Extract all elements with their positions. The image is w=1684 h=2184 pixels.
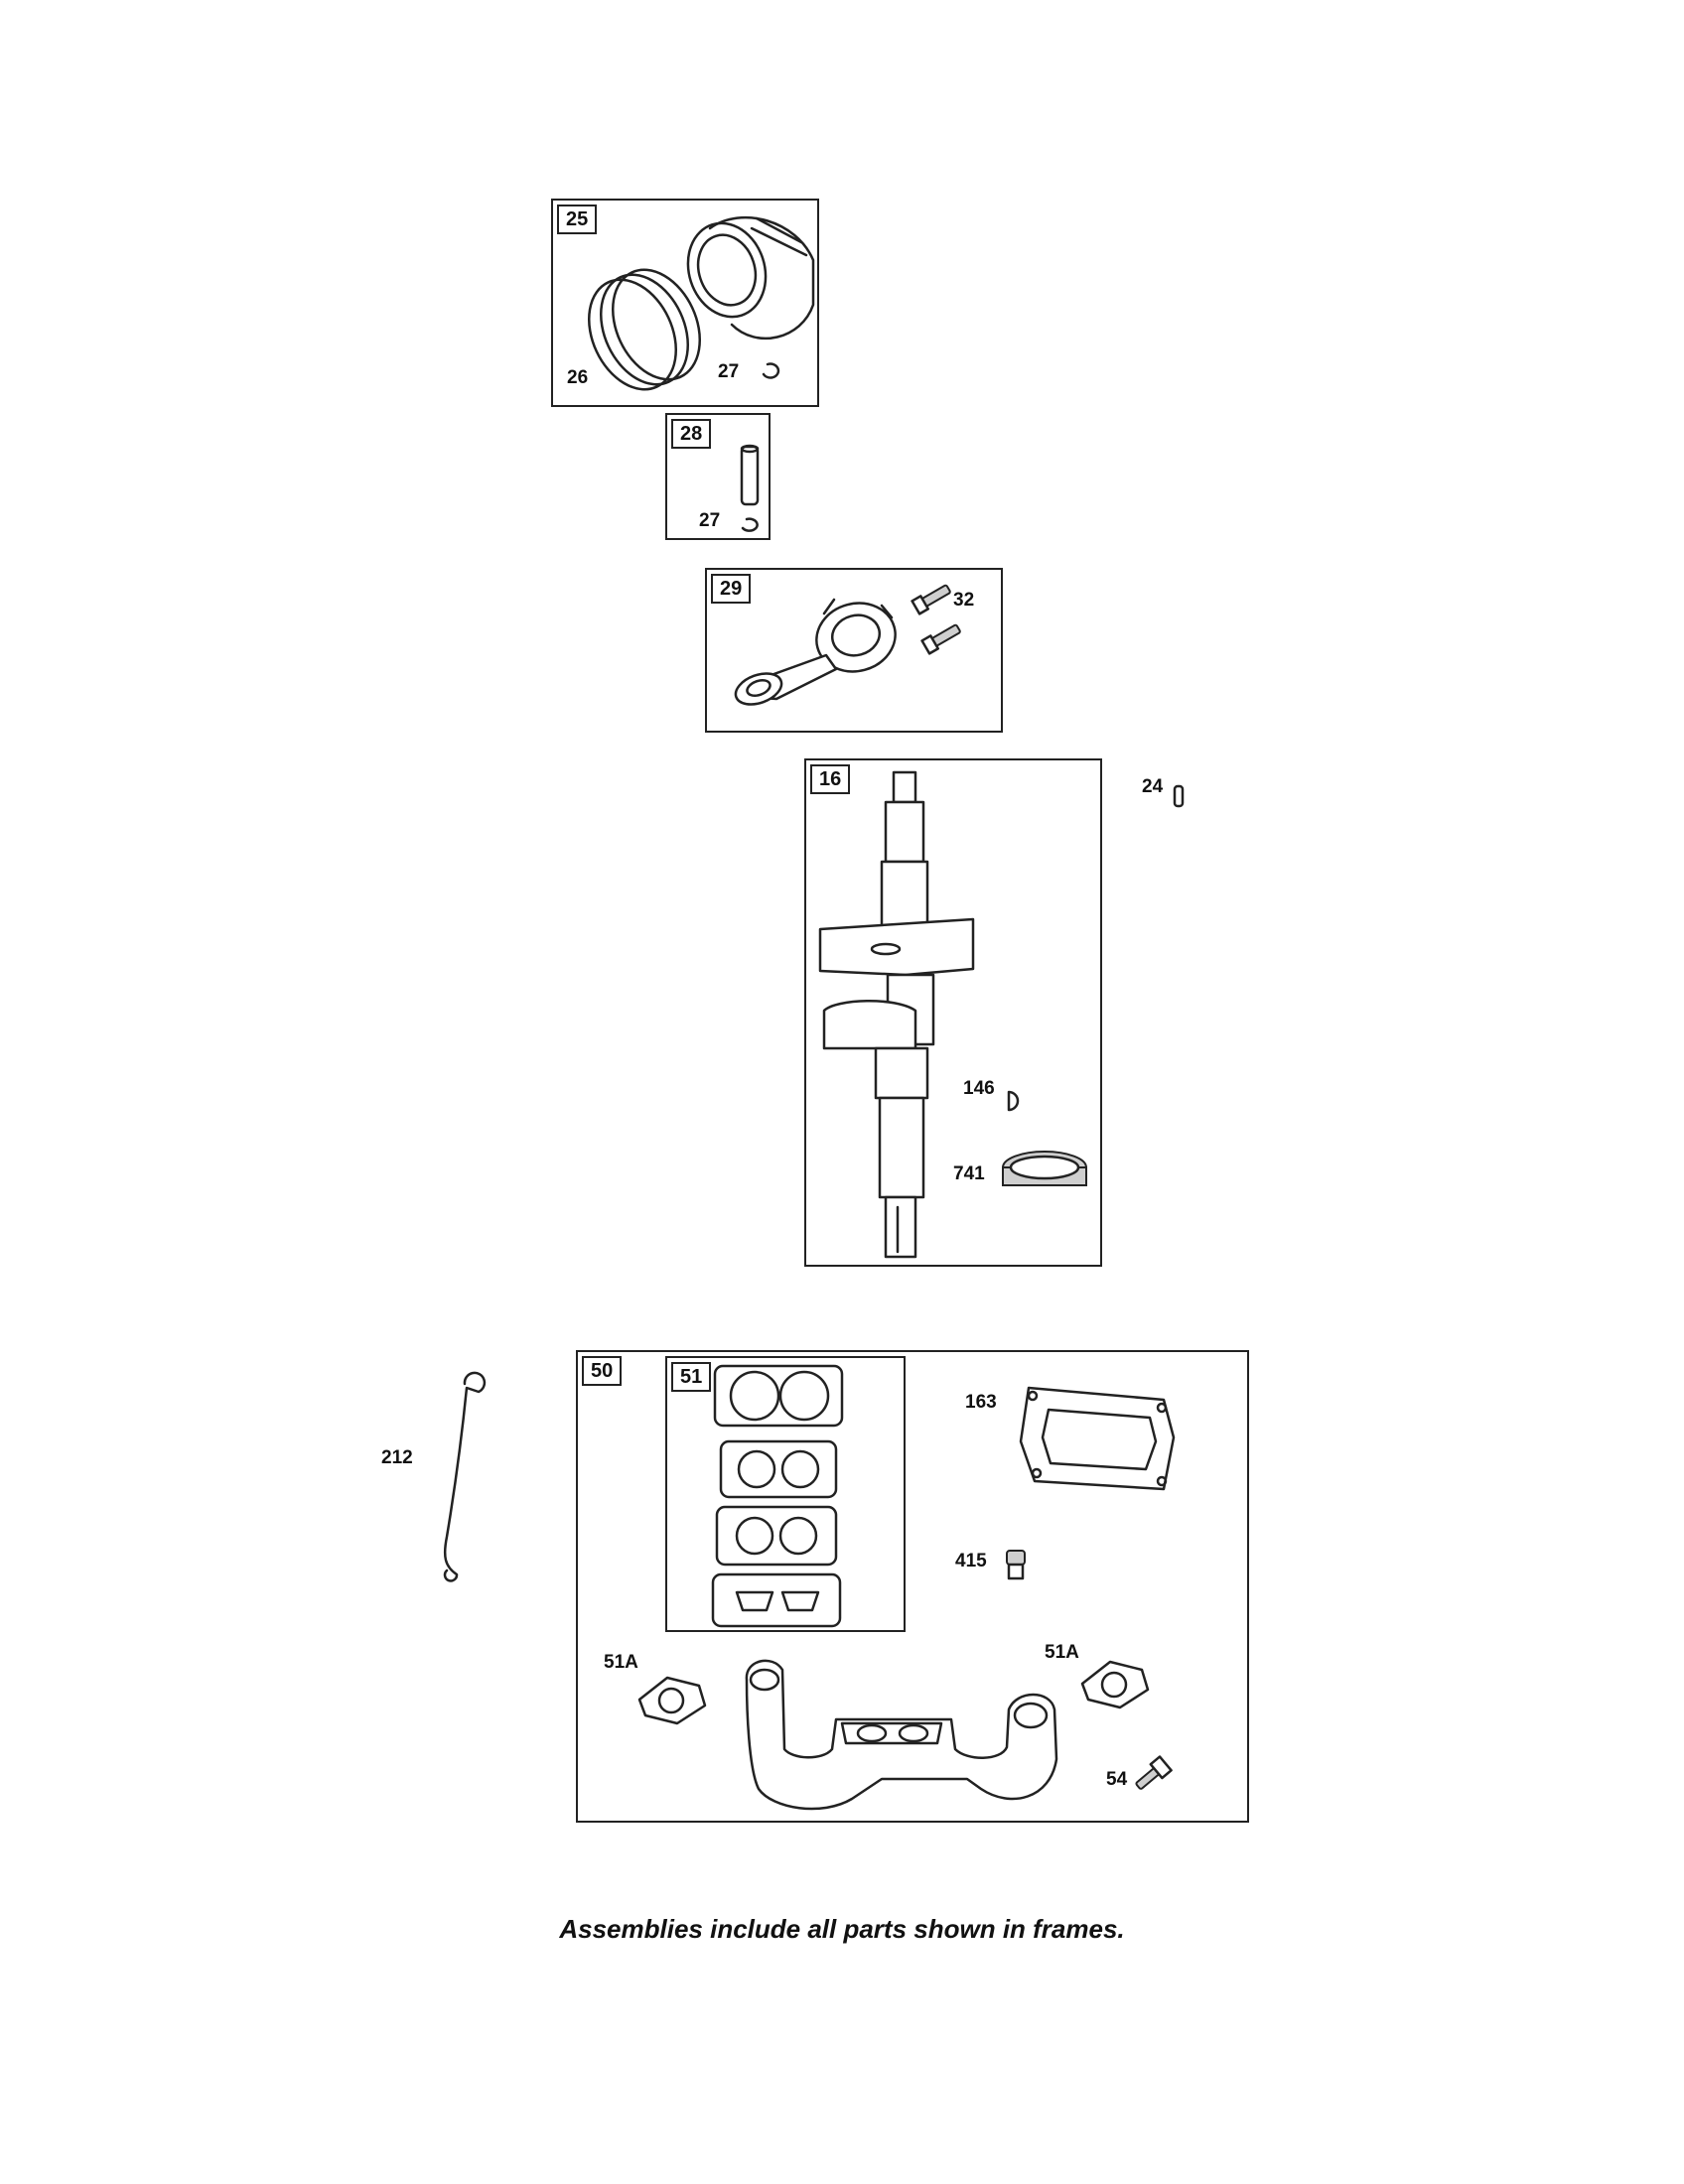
callout-retainer-a: 27 — [718, 361, 740, 382]
gasket-set-frame: 50 51 163 415 51A 51A — [576, 1350, 1249, 1823]
assemblies-footnote: Assemblies include all parts shown in fr… — [559, 1914, 1125, 1944]
callout-manifold-gasket-right: 51A — [1045, 1642, 1079, 1663]
manifold-gasket-left-illustration — [637, 1676, 707, 1725]
callout-key-146: 146 — [963, 1078, 995, 1099]
crankshaft-frame: 16 146 741 — [804, 758, 1102, 1267]
callout-manifold-gasket-left: 51A — [604, 1652, 638, 1673]
exhaust-manifold-illustration — [745, 1659, 1058, 1811]
callout-rings: 26 — [567, 367, 589, 388]
callout-rod-bolt: 32 — [953, 590, 975, 611]
callout-fitting-415: 415 — [955, 1551, 987, 1571]
crankshaft-illustration — [818, 770, 1087, 1259]
head-gasket-set-frame: 51 — [665, 1356, 906, 1632]
link-212-illustration — [443, 1371, 487, 1582]
frame-tag-gasket-set: 50 — [582, 1356, 623, 1386]
callout-screw-54: 54 — [1106, 1769, 1128, 1790]
callout-retainer-b: 27 — [699, 510, 721, 531]
frame-tag-piston: 25 — [557, 205, 598, 234]
callout-gear-741: 741 — [953, 1163, 985, 1184]
frame-tag-crankshaft: 16 — [810, 764, 851, 794]
piston-pin-illustration — [740, 444, 760, 532]
callout-link-212: 212 — [381, 1447, 413, 1468]
head-gaskets-illustration — [711, 1364, 844, 1628]
frame-tag-piston-pin: 28 — [671, 419, 712, 449]
frame-tag-head-gasket-set: 51 — [671, 1362, 712, 1392]
piston-rings-illustration — [587, 215, 815, 391]
frame-tag-connecting-rod: 29 — [711, 574, 752, 604]
callout-gasket-163: 163 — [965, 1392, 997, 1413]
callout-key-24: 24 — [1142, 776, 1164, 797]
key-24-illustration — [1173, 784, 1185, 808]
fitting-415-illustration — [1006, 1550, 1026, 1580]
gasket-163-illustration — [1019, 1386, 1176, 1491]
manifold-gasket-right-illustration — [1080, 1660, 1150, 1709]
screw-54-illustration — [1135, 1755, 1173, 1790]
connecting-rod-frame: 29 32 — [705, 568, 1003, 733]
piston-pin-frame: 28 27 — [665, 413, 771, 540]
connecting-rod-illustration — [734, 584, 961, 706]
piston-assembly-frame: 25 26 27 — [551, 199, 819, 407]
